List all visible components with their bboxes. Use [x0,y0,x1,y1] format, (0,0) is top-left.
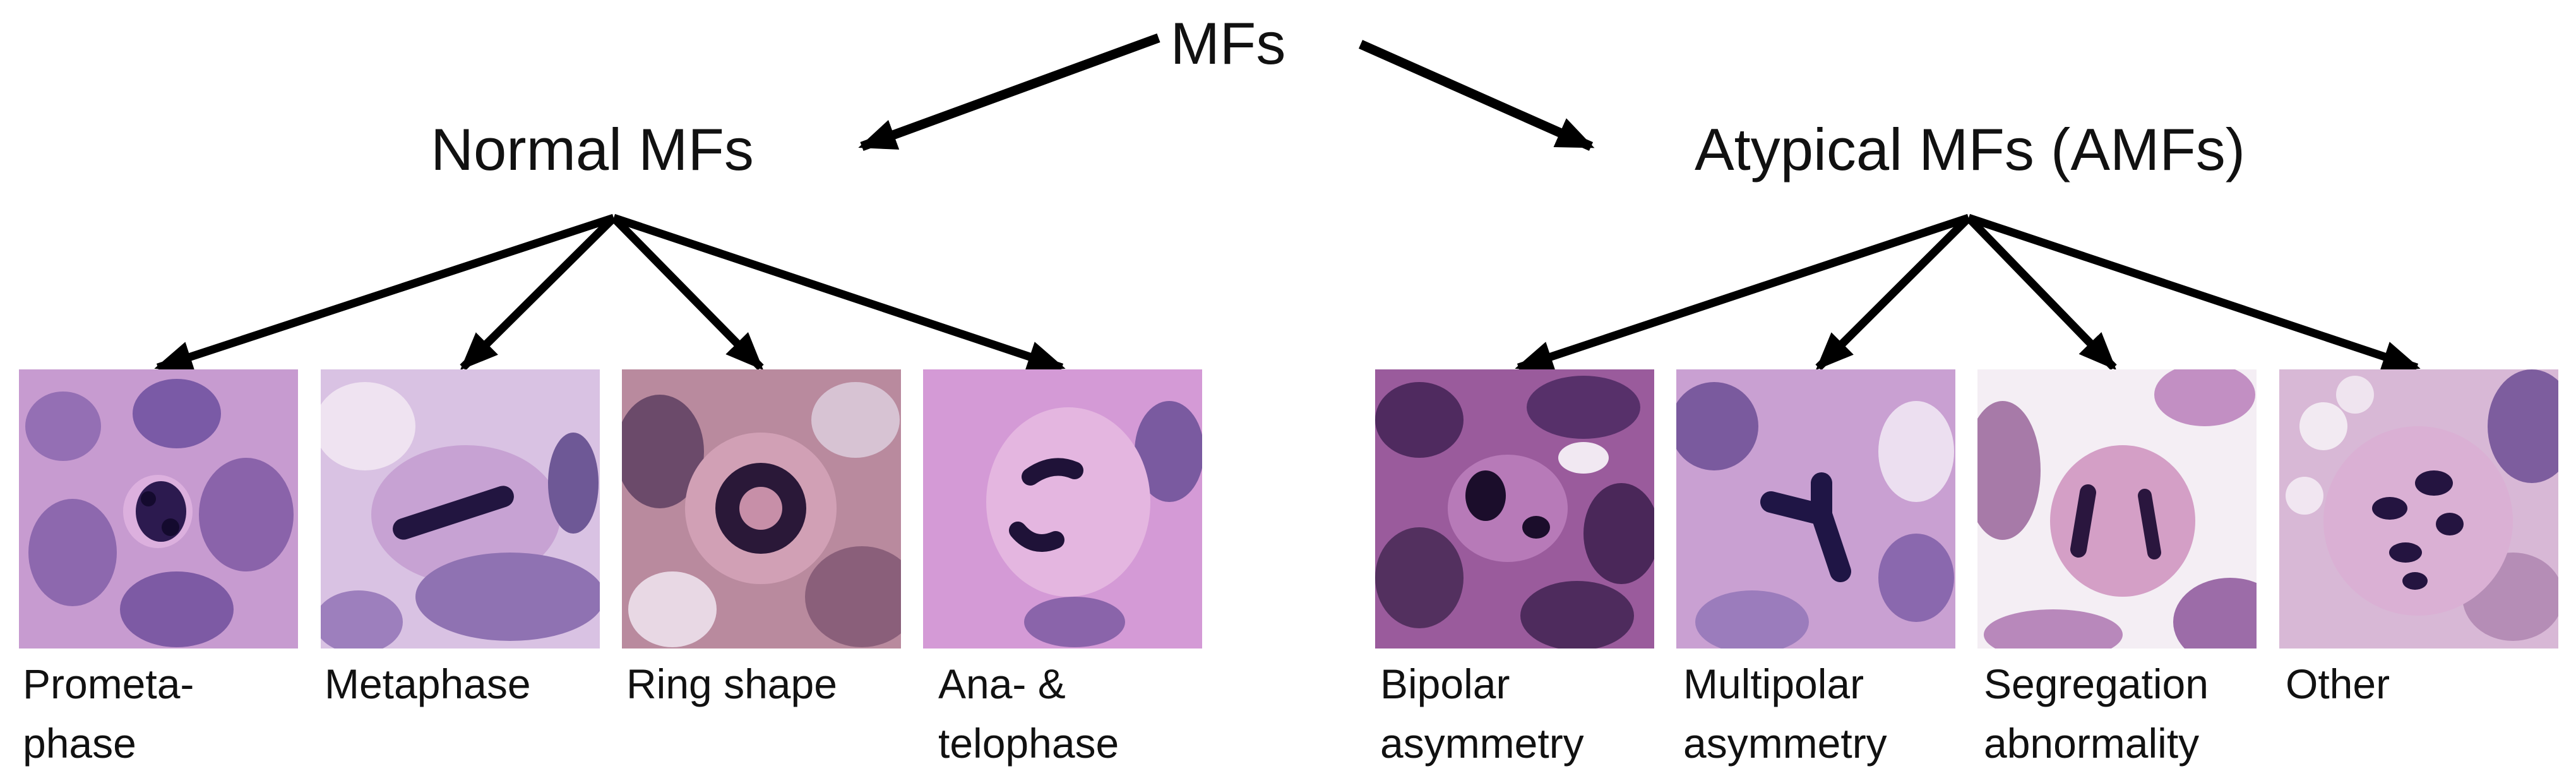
tile-multipolar-asymmetry [1676,369,1955,649]
arrow-atypical-to-multipolar [1815,215,1972,371]
ring-shape-image [622,369,901,649]
bipolar-asymmetry-image [1375,369,1654,649]
other-image [2279,369,2558,649]
tile-prometaphase [19,369,298,649]
label-segregation-abnormality: Segregation abnormality [1984,660,2209,767]
arrow-normal-to-ring [611,215,764,371]
prometaphase-image [19,369,298,649]
arrow-normal-to-prometaphase [154,213,616,372]
tile-other [2279,369,2558,649]
tile-metaphase [321,369,600,649]
tile-segregation-abnormality [1977,369,2257,649]
normal-group-title: Normal MFs [431,116,754,182]
arrow-atypical-to-segregation [1965,215,2117,371]
label-ring-shape: Ring shape [626,660,837,707]
label-ana-telophase: Ana- & telophase [938,660,1119,767]
arrow-normal-to-metaphase [460,215,617,371]
label-multipolar-asymmetry: Multipolar asymmetry [1683,660,1887,767]
tile-bipolar-asymmetry [1375,369,1654,649]
label-other: Other [2286,660,2390,707]
segregation-abnormality-image [1977,369,2257,649]
multipolar-asymmetry-image [1676,369,1955,649]
tile-ring-shape [622,369,901,649]
metaphase-image [321,369,600,649]
label-metaphase: Metaphase [325,660,531,707]
root-title: MFs [1170,10,1286,76]
arrow-root-to-normal [858,33,1160,152]
label-bipolar-asymmetry: Bipolar asymmetry [1380,660,1584,767]
tile-ana-telophase [923,369,1202,649]
arrow-atypical-to-bipolar [1515,213,1971,372]
arrow-normal-to-anaphase [612,213,1066,372]
arrow-atypical-to-other [1967,213,2421,372]
ana-telophase-image [923,369,1202,649]
atypical-group-title: Atypical MFs (AMFs) [1694,116,2246,182]
arrow-root-to-atypical [1358,40,1595,151]
label-prometaphase: Prometa- phase [23,660,194,767]
